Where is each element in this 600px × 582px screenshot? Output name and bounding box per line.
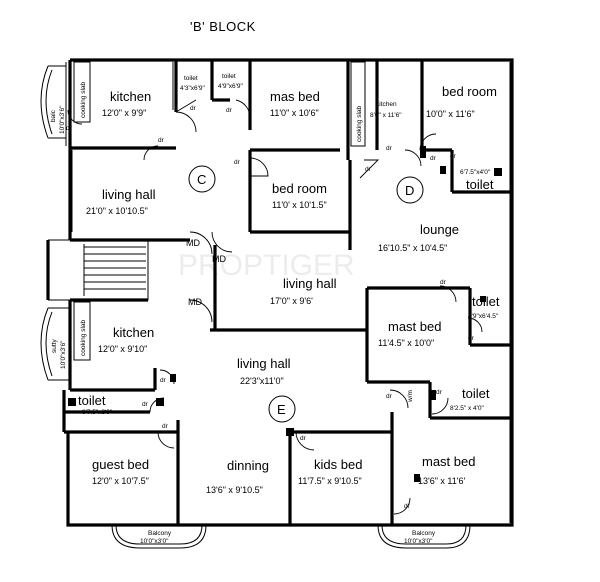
guest-bed-name: guest bed xyxy=(92,457,149,472)
living-hall-mid-dim: 17'0" x 9'6' xyxy=(270,296,313,306)
toilet-r-dim: 4'9"x6'4.5" xyxy=(468,313,499,320)
balc-left-top-dim: 10'0"x3'6" xyxy=(59,105,66,134)
kitchen-e-name: kitchen xyxy=(113,325,154,340)
door-label: dr xyxy=(158,137,165,144)
balcony-right-name: Balcony xyxy=(412,530,436,537)
living-hall-c-name: living hall xyxy=(102,187,156,202)
living-hall-c-dim: 21'0" x 10'10.5" xyxy=(86,206,148,216)
zone-c-marker xyxy=(188,165,216,193)
toilet-c1-dim: 4'3"x6'9" xyxy=(180,85,205,92)
toilet-c2-dim: 4'9"x6'9" xyxy=(218,83,243,90)
bed-room-c-name: bed room xyxy=(272,181,327,196)
walls xyxy=(46,58,514,527)
cooking-slabs xyxy=(73,61,366,361)
toilet-d-dim: 6'7.5"x4'0" xyxy=(460,169,491,176)
toilet-d-name: toilet xyxy=(466,177,494,192)
kitchen-c-dim: 12'0" x 9'9" xyxy=(102,108,146,118)
door-label: dr xyxy=(190,105,197,112)
main-door-label: MD xyxy=(186,238,200,248)
toilet-e2-name: toilet xyxy=(462,386,490,401)
mast-bed-r-dim: 11'4.5" x 10'0" xyxy=(378,338,434,348)
mas-bed-c-name: mas bed xyxy=(270,89,320,104)
balconies xyxy=(40,65,471,549)
door-label: dr xyxy=(162,423,169,430)
zone-c-label: C xyxy=(197,172,206,187)
door-label: dr xyxy=(440,279,447,286)
staircase xyxy=(83,244,146,296)
door-label: dr xyxy=(430,155,437,162)
door-label: dr xyxy=(234,159,241,166)
toilet-c1-name: toilet xyxy=(184,75,198,82)
dinning-name: dinning xyxy=(227,458,269,473)
zone-e-label: E xyxy=(277,402,286,417)
guest-bed-dim: 12'0" x 10'7.5" xyxy=(92,476,149,486)
watermark: PROPTIGER xyxy=(178,249,355,282)
toilet-r-name: toilet xyxy=(472,294,500,309)
toilet-e-name: toilet xyxy=(78,393,106,408)
kids-bed-name: kids bed xyxy=(314,457,362,472)
kitchen-e-dim: 12'0" x 9'10" xyxy=(98,344,147,354)
mast-bed-r-name: mast bed xyxy=(388,319,441,334)
balcony-left-name: Balcony xyxy=(148,530,172,537)
door-label: dr xyxy=(226,107,233,114)
lounge-name: lounge xyxy=(420,222,459,237)
door-label: dr xyxy=(365,166,372,173)
zone-d-label: D xyxy=(405,183,414,198)
door-label: dr xyxy=(160,377,167,384)
main-door-label: MD xyxy=(188,297,202,307)
door-label: dr xyxy=(404,503,411,510)
main-door-label: MD xyxy=(212,254,226,264)
cooking-slab-left-bot: cooking slab xyxy=(80,319,87,356)
toilet-e-dim: 8'7.5"x3'9" xyxy=(82,409,113,416)
kids-bed-dim: 11'7.5" x 9'10.5" xyxy=(298,476,362,486)
mast-bed-e-dim: 13'6" x 11'6' xyxy=(418,476,465,486)
balc-left-top-name: balc xyxy=(50,109,57,122)
door-label: dr xyxy=(142,401,149,408)
kitchen-d-name: kitchen xyxy=(376,101,397,108)
cooking-slab-d: cooking slab xyxy=(356,105,363,142)
bed-room-d-name: bed room xyxy=(442,84,497,99)
door-label: dr xyxy=(300,435,307,442)
plan-title: 'B' BLOCK xyxy=(190,19,256,34)
mas-bed-c-dim: 11'0" x 10'6" xyxy=(270,108,319,118)
door-labels: dr dr dr dr dr dr dr dr dr dr dr dr dr d… xyxy=(66,105,475,510)
bed-room-d-dim: 10'0" x 11'6" xyxy=(426,109,475,119)
sutty-dim: 10'0"x3'6" xyxy=(60,340,67,369)
balcony-left-dim: 10'0"x3'0" xyxy=(140,538,169,545)
living-hall-e-dim: 22'3"x11'0" xyxy=(240,376,284,386)
door-label: dr xyxy=(450,153,457,160)
dinning-dim: 13'6" x 9'10.5" xyxy=(206,485,263,495)
bed-room-c-dim: 11'0' x 10'1.5" xyxy=(272,200,327,210)
door-swings xyxy=(67,99,483,515)
door-label: dr xyxy=(66,125,73,132)
wall-columns xyxy=(68,146,502,482)
living-hall-mid-name: living hall xyxy=(283,276,337,291)
zone-d-marker xyxy=(396,176,424,204)
toilet-c2-name: toilet xyxy=(222,73,236,80)
door-label: dr xyxy=(386,145,393,152)
living-hall-e-name: living hall xyxy=(237,356,291,371)
door-label: dr xyxy=(468,335,475,342)
washing-machine-label: w/m xyxy=(407,390,414,403)
mast-bed-e-name: mast bed xyxy=(422,454,475,469)
balcony-right-dim: 10'0"x3'0" xyxy=(404,538,433,545)
lounge-dim: 16'10.5" x 10'4.5" xyxy=(378,243,447,253)
kitchen-c-name: kitchen xyxy=(110,89,151,104)
cooking-slab-left-top: cooking slab xyxy=(80,81,87,118)
sutty-name: sutty xyxy=(51,339,58,353)
door-label: dr xyxy=(436,389,443,396)
door-label: dr xyxy=(386,393,393,400)
toilet-e2-dim: 8'2.5" x 4'0" xyxy=(450,405,485,412)
zone-e-marker xyxy=(268,395,296,423)
kitchen-d-dim: 8'0" x 11'6" xyxy=(370,112,402,119)
